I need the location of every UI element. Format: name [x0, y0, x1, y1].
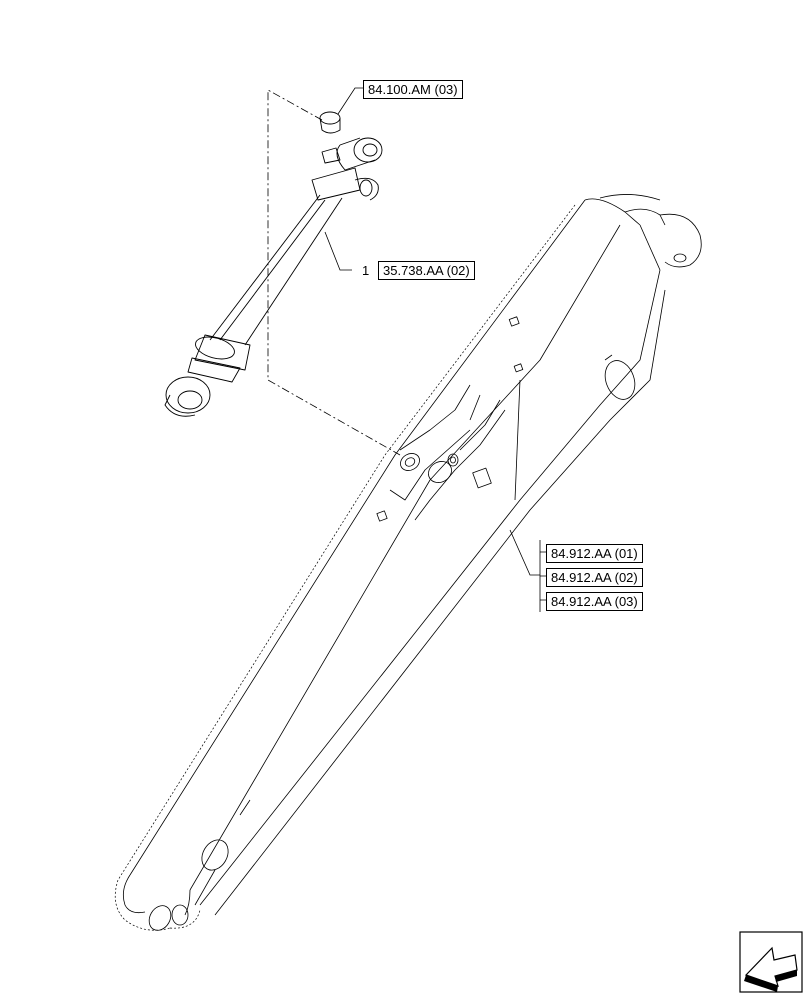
cylinder-reference-label[interactable]: 35.738.AA (02): [378, 261, 475, 280]
hydraulic-cylinder[interactable]: [164, 111, 383, 417]
cylinder-item-number: 1: [362, 263, 370, 278]
assembly-leader-line: [267, 89, 401, 456]
boom-reference-label-3[interactable]: 84.912.AA (03): [546, 592, 643, 611]
boom-arm: [122, 194, 702, 931]
reference-leaders: [324, 87, 546, 612]
bushing-reference-label[interactable]: 84.100.AM (03): [363, 80, 463, 99]
boom-reference-label-1[interactable]: 84.912.AA (01): [546, 544, 643, 563]
boom-phantom-outline: [114, 204, 576, 931]
arrow-icon[interactable]: [739, 931, 803, 993]
boom-reference-label-2[interactable]: 84.912.AA (02): [546, 568, 643, 587]
